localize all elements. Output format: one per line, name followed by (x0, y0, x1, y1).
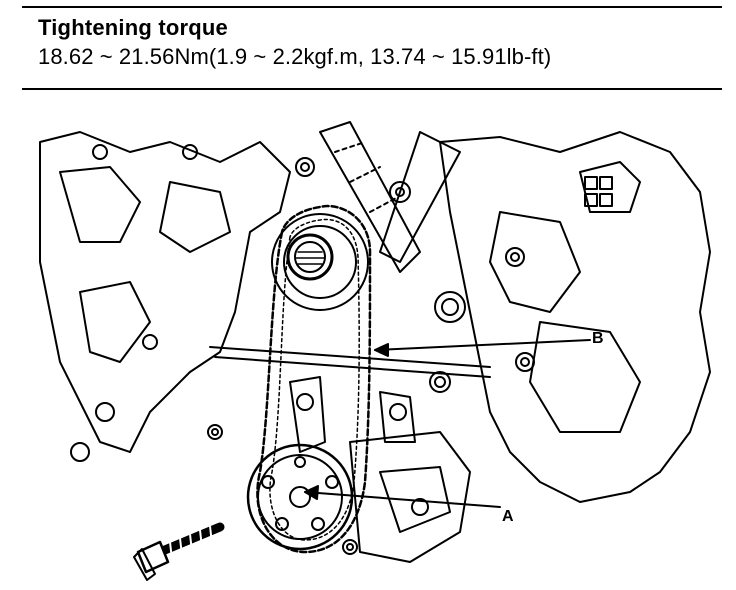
engine-block-right (439, 131, 711, 503)
engine-line-drawing (39, 121, 711, 581)
bottom-rule (22, 88, 722, 90)
callout-leader-a (304, 491, 501, 508)
top-rule (22, 6, 722, 8)
callout-label-b: B (592, 330, 604, 347)
bolt-illustration (133, 522, 225, 581)
engine-block-left (39, 131, 291, 453)
spec-value: 18.62 ~ 21.56Nm(1.9 ~ 2.2kgf.m, 13.74 ~ … (38, 44, 552, 69)
callout-leader-b (374, 339, 591, 351)
torque-spec: Tightening torque 18.62 ~ 21.56Nm(1.9 ~ … (38, 14, 551, 72)
spec-title: Tightening torque (38, 15, 228, 40)
callout-label-a: A (502, 508, 514, 525)
oil-pump-chain-illustration: B A (20, 112, 730, 582)
crank-sprocket (271, 213, 369, 311)
chain-guide (319, 121, 421, 273)
oil-pump-chain (256, 204, 372, 554)
chain-tensioner (289, 376, 326, 453)
oil-pump-sprocket (246, 443, 354, 551)
